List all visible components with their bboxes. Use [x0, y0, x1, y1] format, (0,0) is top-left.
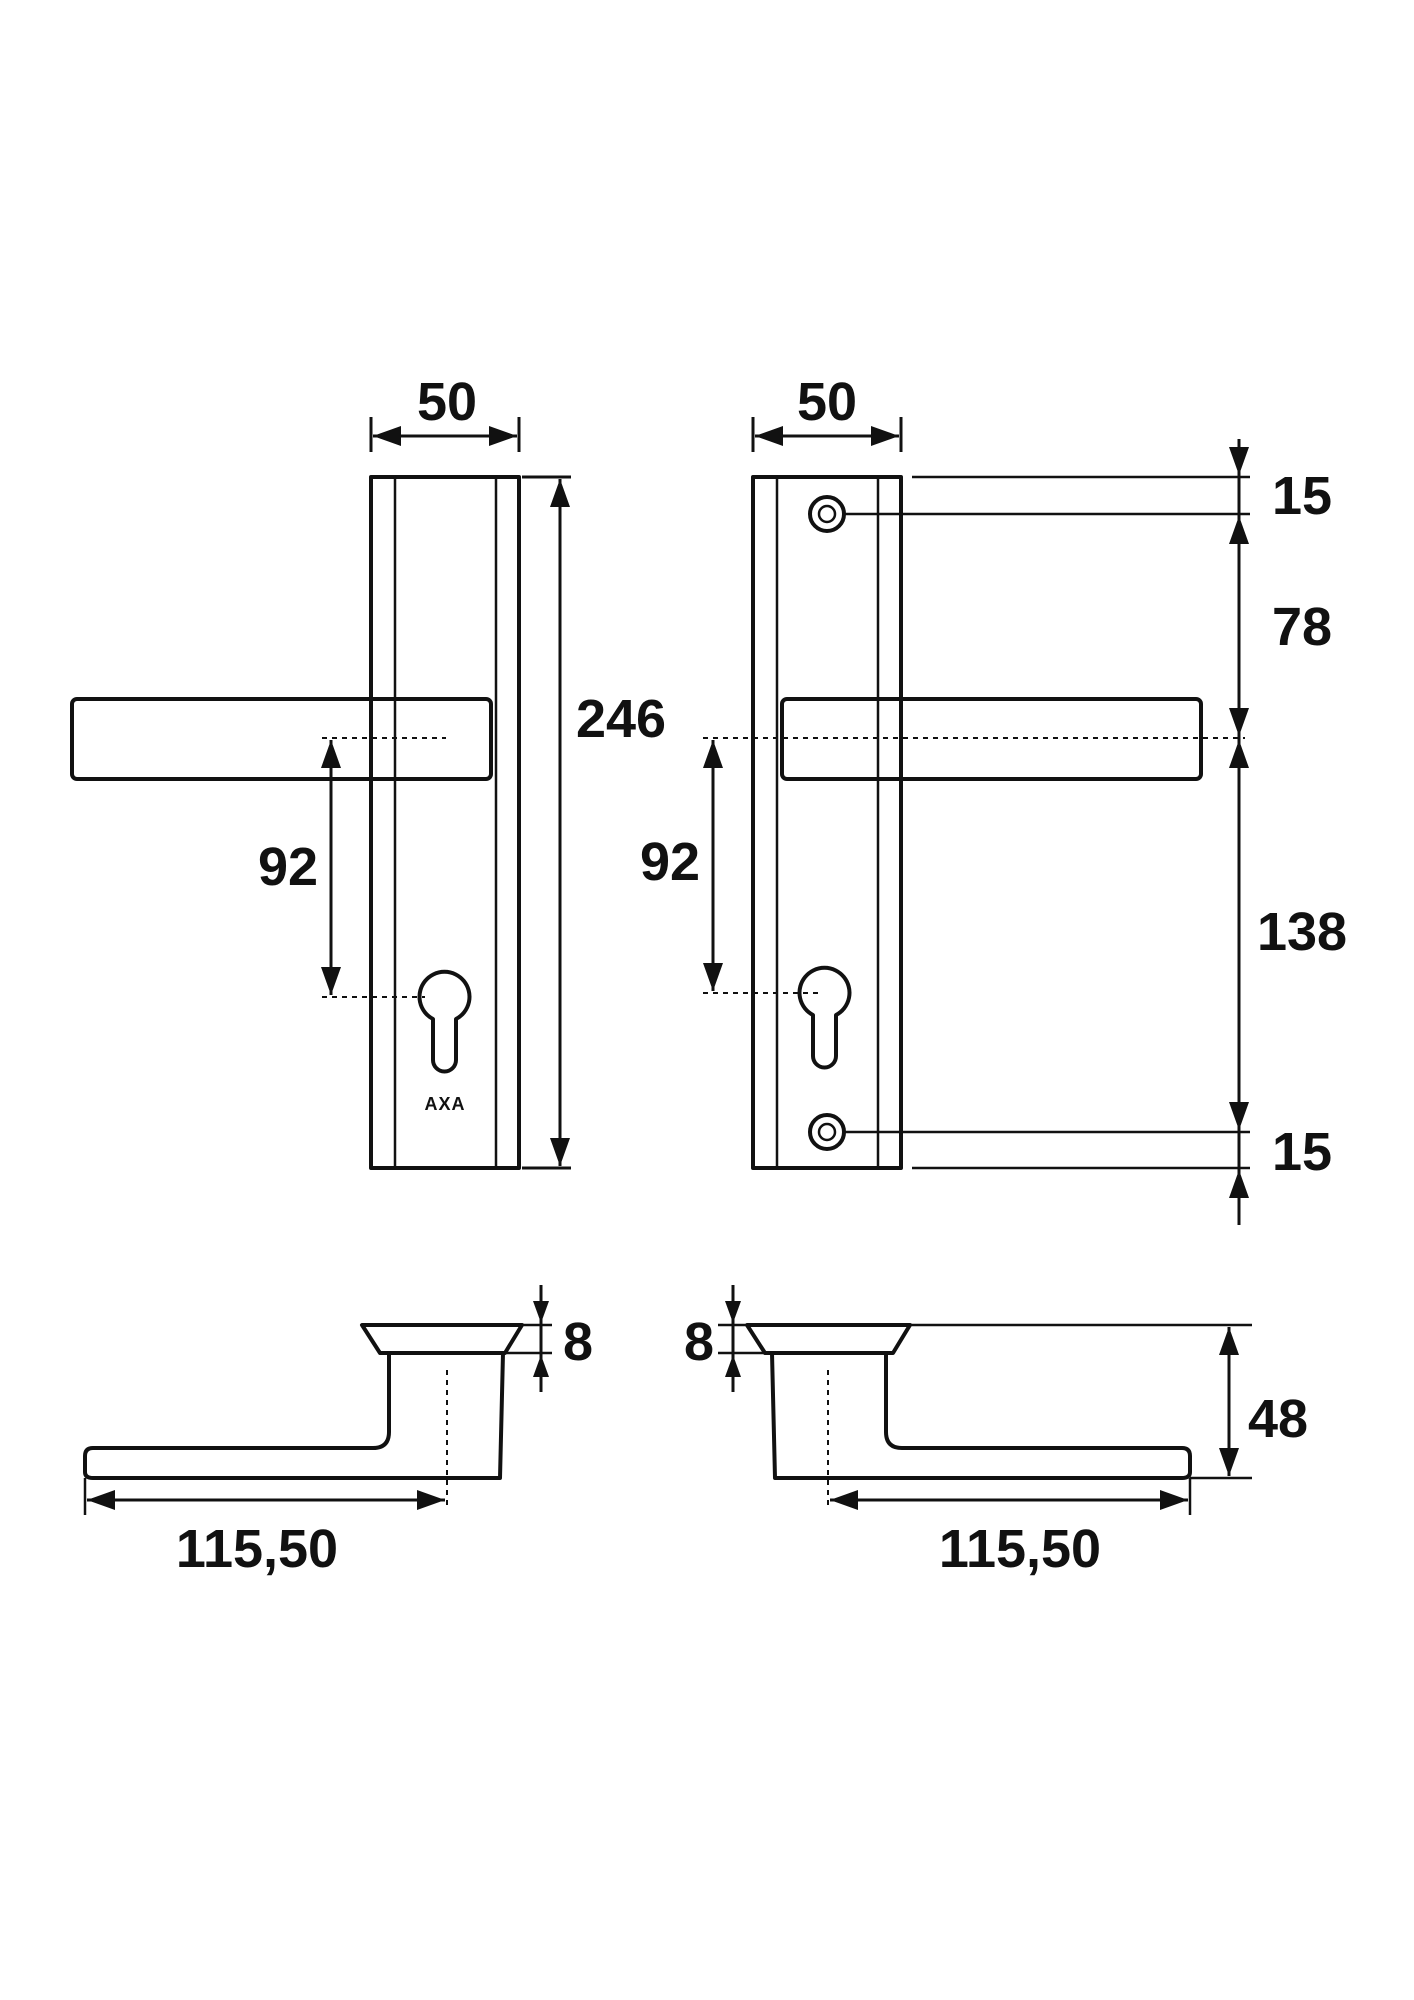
right-handle-length-label: 115,50	[939, 1519, 1101, 1579]
left-handle-length-label: 115,50	[176, 1519, 338, 1579]
left-plate-width-dimension	[369, 417, 521, 452]
right-handle-length-dimension	[830, 1478, 1192, 1515]
left-handle-side-view	[83, 1323, 524, 1510]
left-plate-width-label: 50	[417, 372, 477, 432]
right-rose-height-dimension	[718, 1285, 765, 1392]
left-rose-height-label: 8	[563, 1312, 593, 1372]
handle-height-dimension	[910, 1323, 1252, 1480]
left-cylinder-keyhole	[417, 969, 472, 1074]
left-handle-to-cylinder-dimension	[321, 737, 446, 998]
left-handle-length-dimension	[83, 1478, 445, 1515]
handle-height-label: 48	[1248, 1389, 1308, 1449]
right-handle-to-cylinder-label: 92	[640, 832, 700, 892]
bottom-screw-offset-label: 15	[1272, 1122, 1332, 1182]
brand-logo-text: AXA	[424, 1094, 465, 1114]
top-screw-icon	[808, 495, 846, 533]
plate-height-label: 246	[576, 689, 666, 749]
left-handle-to-cylinder-label: 92	[258, 837, 318, 897]
left-lever-handle	[70, 697, 493, 781]
right-plate-width-label: 50	[797, 372, 857, 432]
right-cylinder-keyhole	[797, 965, 852, 1070]
vertical-chain-dimensions	[844, 439, 1250, 1225]
screw-to-handle-label: 78	[1272, 597, 1332, 657]
left-rose-height-dimension	[505, 1285, 552, 1392]
right-lever-handle	[780, 697, 1203, 781]
left-escutcheon-plate	[369, 475, 521, 1170]
handle-to-screw-label: 138	[1257, 902, 1347, 962]
top-screw-offset-label: 15	[1272, 466, 1332, 526]
bottom-screw-icon	[808, 1113, 846, 1151]
right-plate-width-dimension	[751, 417, 903, 452]
right-handle-side-view	[745, 1323, 1192, 1510]
right-handle-to-cylinder-dimension	[703, 737, 1245, 994]
plate-height-dimension	[522, 475, 571, 1170]
right-rose-height-label: 8	[684, 1312, 714, 1372]
right-escutcheon-plate	[751, 475, 903, 1170]
